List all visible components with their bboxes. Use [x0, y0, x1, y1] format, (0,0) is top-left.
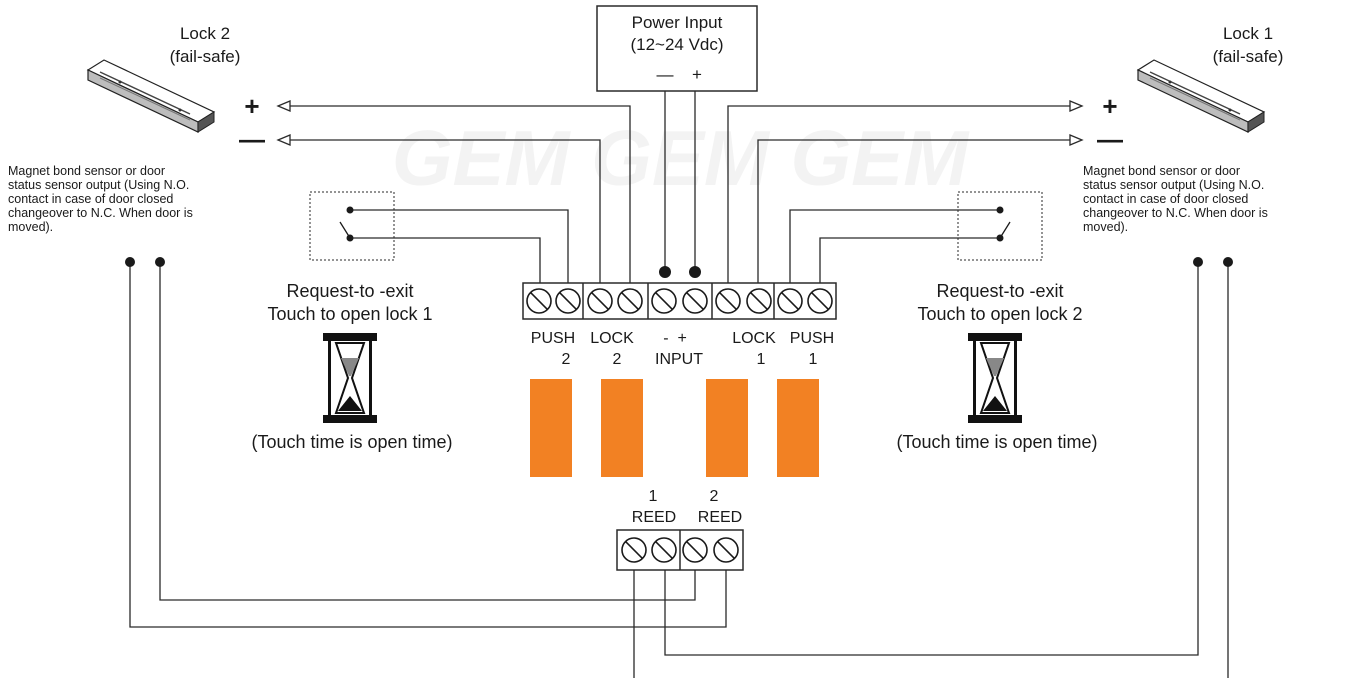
lock1-minus: —: [1097, 124, 1123, 154]
watermark: GEM GEM GEM: [392, 114, 970, 202]
junction-dots: [125, 257, 1233, 278]
lock1-subtitle: (fail-safe): [1213, 47, 1284, 66]
rte-left-caption: (Touch time is open time): [251, 432, 452, 452]
relays: [530, 379, 819, 477]
lock2-terminal-number: 2: [613, 351, 622, 368]
screw-terminal-icon: [621, 537, 647, 563]
screw-terminal-icon: [587, 288, 613, 314]
rte-right-caption: (Touch time is open time): [896, 432, 1097, 452]
power-range: (12~24 Vdc): [630, 35, 723, 54]
rte-right-line1: Request-to -exit: [936, 281, 1063, 301]
screw-terminal-icon: [651, 537, 677, 563]
screw-terminal-icon: [777, 288, 803, 314]
lock1-terminal-label: LOCK: [732, 330, 776, 347]
reed-terminal-block: [616, 529, 744, 571]
screw-terminal-icon: [715, 288, 741, 314]
screw-terminal-icon: [713, 537, 739, 563]
screw-terminal-icon: [746, 288, 772, 314]
sensor2-dot-a: [125, 257, 135, 267]
power-title: Power Input: [632, 13, 723, 32]
screw-terminal-icon: [526, 288, 552, 314]
reed-labels: 1 2 REED REED: [632, 488, 742, 526]
lock2-block: Lock 2 (fail-safe) + — Magnet bond senso…: [8, 24, 265, 234]
main-terminal-block: [522, 282, 837, 320]
lock2-note-line1: Magnet bond sensor or door: [8, 164, 165, 178]
lock1-plus: +: [1102, 91, 1117, 121]
rte-left-line2: Touch to open lock 1: [267, 304, 432, 324]
lock1-title: Lock 1: [1223, 24, 1273, 43]
push2-number: 2: [562, 351, 571, 368]
power-plus: +: [692, 65, 702, 84]
rte-right: Request-to -exit Touch to open lock 2 (T…: [896, 281, 1097, 452]
screw-terminal-icon: [651, 288, 677, 314]
lock2-note-line4: changeover to N.C. When door is: [8, 206, 193, 220]
push1-number: 1: [809, 351, 818, 368]
lock2-note-line2: status sensor output (Using N.O.: [8, 178, 189, 192]
screw-terminal-icon: [682, 288, 708, 314]
reed2-number: 2: [710, 488, 719, 505]
lock2-plus: +: [244, 91, 259, 121]
lock2-note-line5: moved).: [8, 220, 53, 234]
wires: [129, 91, 1229, 678]
lock1-note-line2: status sensor output (Using N.O.: [1083, 178, 1264, 192]
reed2-label: REED: [698, 509, 742, 526]
lock1-note-line1: Magnet bond sensor or door: [1083, 164, 1240, 178]
lock2-subtitle: (fail-safe): [170, 47, 241, 66]
magnetic-lock-icon: [86, 59, 216, 133]
relay-push2: [530, 379, 572, 477]
hourglass-icon: [968, 333, 1022, 423]
magnetic-lock-icon: [1136, 59, 1266, 133]
terminal-labels: PUSH 2 LOCK 2 - + INPUT LOCK 1 PUSH 1: [531, 330, 834, 368]
sensor1-dot-a: [1193, 257, 1203, 267]
relay-lock1: [706, 379, 748, 477]
sensor1-dot-b: [1223, 257, 1233, 267]
lock2-terminal-label: LOCK: [590, 330, 634, 347]
push-switch-right: [957, 191, 1043, 261]
wire-arrows: [276, 100, 1084, 146]
lock1-note-line5: moved).: [1083, 220, 1128, 234]
lock1-note-line3: contact in case of door closed: [1083, 192, 1248, 206]
sensor2-dot-b: [155, 257, 165, 267]
push2-label: PUSH: [531, 330, 575, 347]
screw-terminal-icon: [617, 288, 643, 314]
lock2-note-line3: contact in case of door closed: [8, 192, 173, 206]
lock2-title: Lock 2: [180, 24, 230, 43]
reed1-label: REED: [632, 509, 676, 526]
rte-left-line1: Request-to -exit: [286, 281, 413, 301]
rte-right-line2: Touch to open lock 2: [917, 304, 1082, 324]
reed1-number: 1: [649, 488, 658, 505]
relay-push1: [777, 379, 819, 477]
power-minus: —: [657, 65, 674, 84]
relay-lock2: [601, 379, 643, 477]
lock1-note-line4: changeover to N.C. When door is: [1083, 206, 1268, 220]
power-plus-dot: [689, 266, 701, 278]
push1-label: PUSH: [790, 330, 834, 347]
lock1-terminal-number: 1: [757, 351, 766, 368]
screw-terminal-icon: [807, 288, 833, 314]
screw-terminal-icon: [682, 537, 708, 563]
rte-left: Request-to -exit Touch to open lock 1 (T…: [251, 281, 452, 452]
power-input-box: Power Input (12~24 Vdc) — +: [596, 5, 758, 92]
input-label: INPUT: [655, 351, 703, 368]
push-switch-left: [309, 191, 395, 261]
lock2-minus: —: [239, 124, 265, 154]
power-minus-dot: [659, 266, 671, 278]
input-sign: - +: [663, 330, 687, 347]
hourglass-icon: [323, 333, 377, 423]
screw-terminal-icon: [555, 288, 581, 314]
lock1-block: Lock 1 (fail-safe) + — Magnet bond senso…: [1083, 24, 1283, 234]
